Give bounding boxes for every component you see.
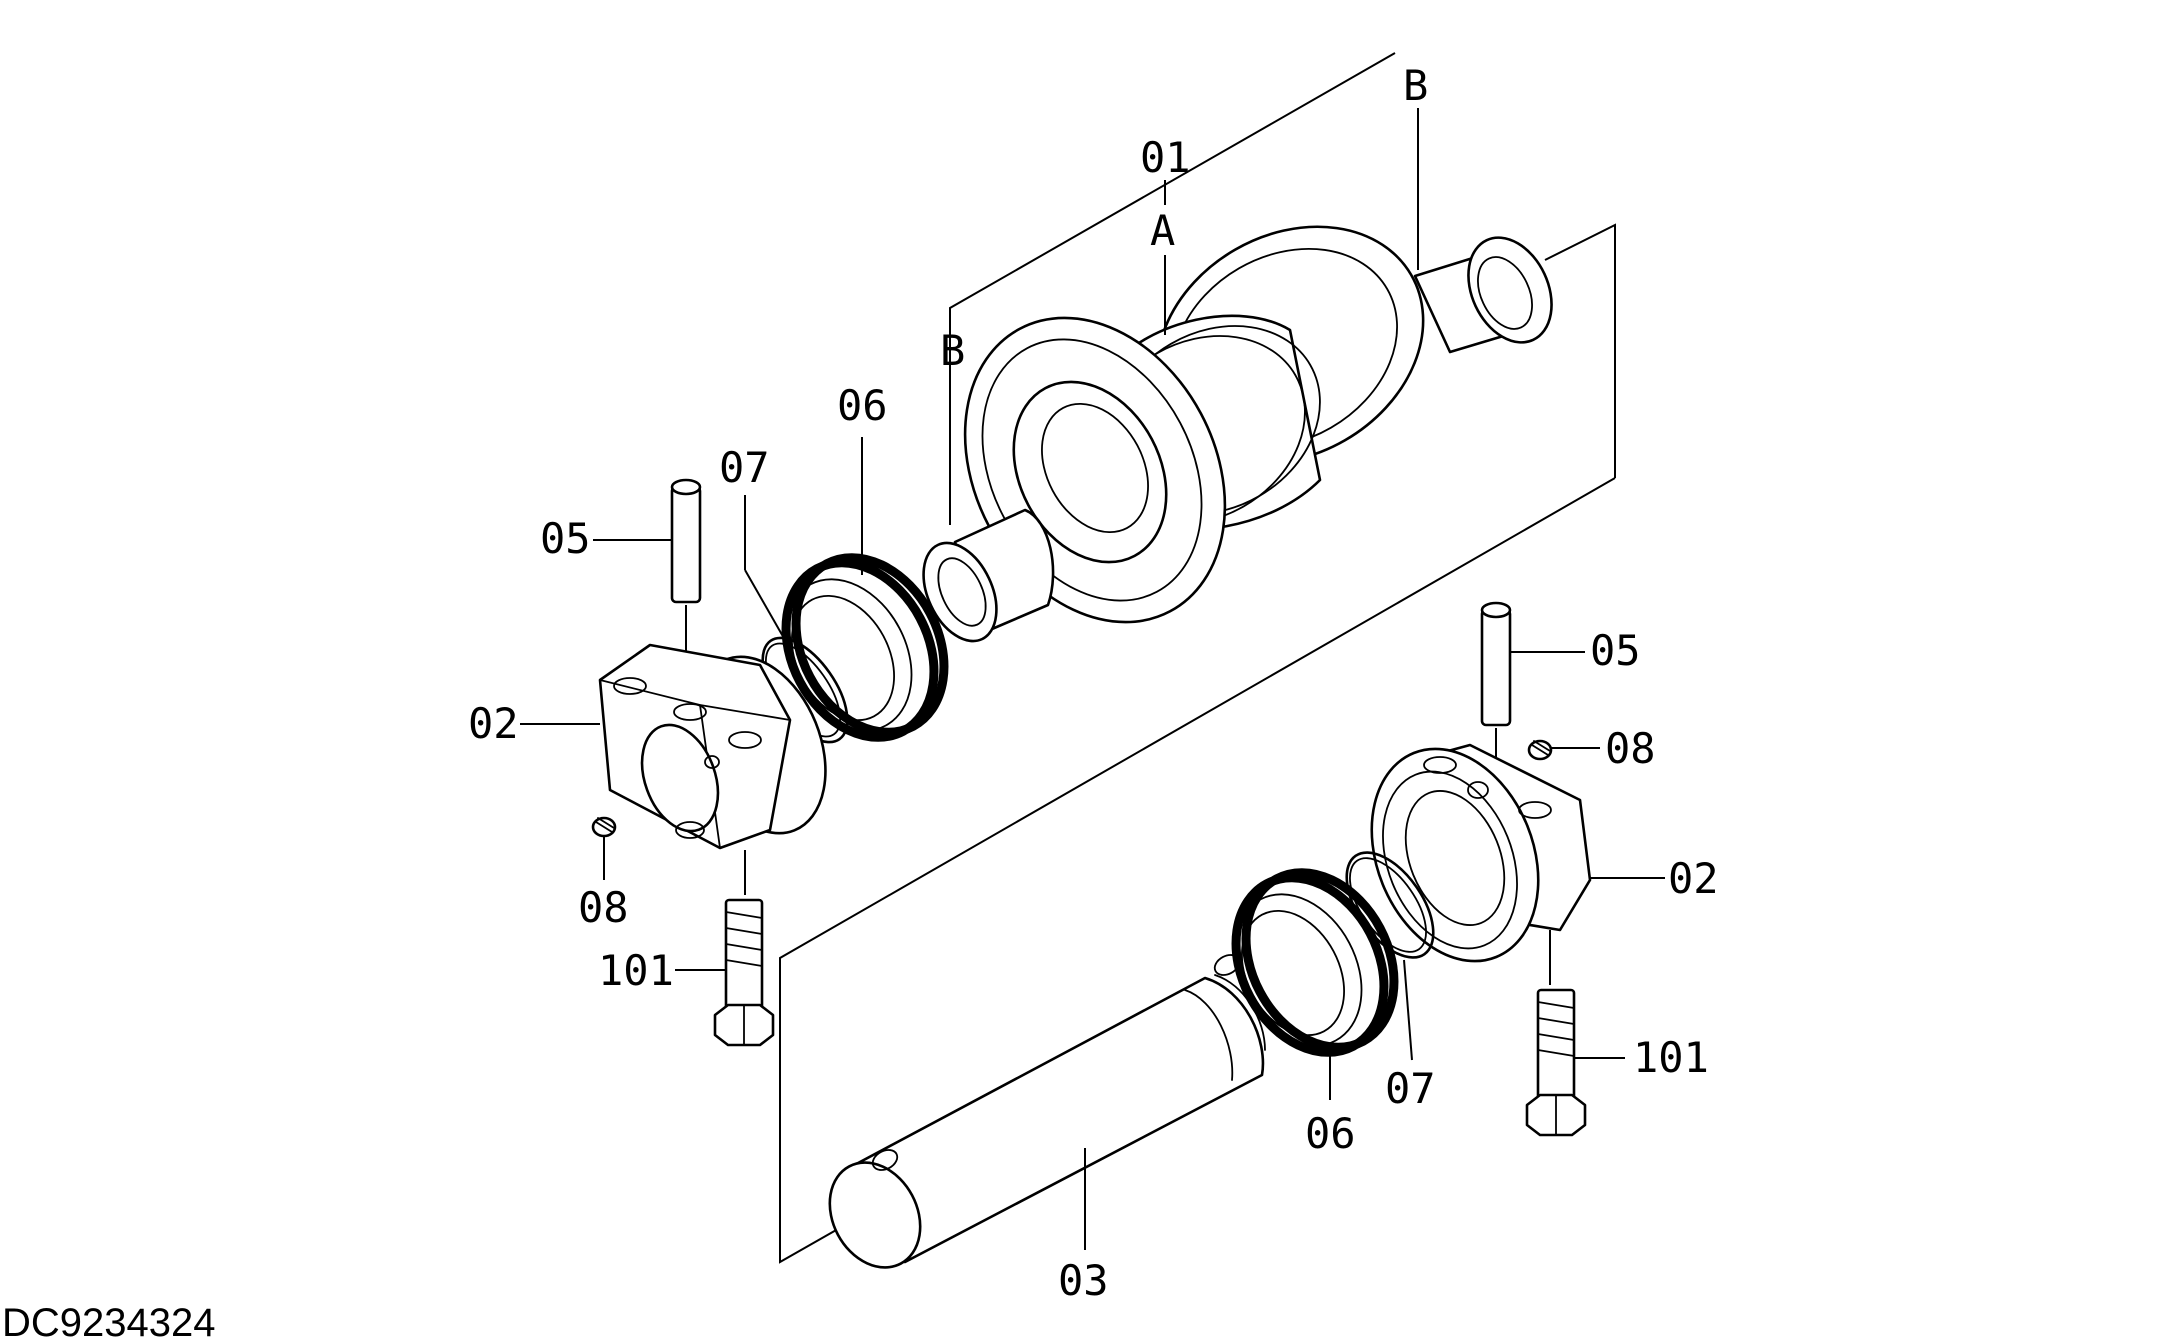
end-collar-part-02-right [1370, 743, 1592, 985]
track-roller-part-01 [922, 225, 1553, 643]
assembly-frame-lower [779, 477, 1616, 1264]
leader-lines [520, 108, 1665, 1250]
label-08-left: 08 [578, 883, 629, 932]
set-screw-part-08-right [1527, 739, 1553, 761]
label-06-bottom: 06 [1305, 1109, 1356, 1158]
shaft-part-03 [828, 954, 1266, 1269]
label-02-left: 02 [468, 699, 519, 748]
pin-part-05-right [1480, 601, 1512, 790]
floating-seal-part-06-top [781, 553, 949, 742]
pin-part-05-left [670, 478, 702, 705]
label-B-left: B [940, 326, 965, 375]
end-collar-part-02-left [598, 643, 827, 850]
label-101-left: 101 [598, 946, 674, 995]
set-screw-part-08-left [591, 816, 617, 880]
label-03: 03 [1058, 1256, 1109, 1305]
label-06-top: 06 [837, 381, 888, 430]
label-05-right: 05 [1590, 626, 1641, 675]
label-101-right: 101 [1633, 1033, 1709, 1082]
drawing-code: DC9234324 [2, 1301, 216, 1344]
assembly-frame-upper [949, 52, 1616, 525]
part-labels: 01 A B B 06 07 05 02 08 101 05 08 02 101… [468, 61, 1719, 1305]
label-08-right: 08 [1605, 724, 1656, 773]
label-05-left: 05 [540, 514, 591, 563]
bolt-part-101-left [713, 850, 775, 1047]
label-A: A [1150, 206, 1175, 255]
label-B-top: B [1403, 61, 1428, 110]
label-07-top: 07 [719, 443, 770, 492]
label-07-bottom: 07 [1385, 1064, 1436, 1113]
label-01: 01 [1140, 133, 1191, 182]
label-02-right: 02 [1668, 854, 1719, 903]
bolt-part-101-right [1525, 988, 1587, 1137]
floating-seal-part-06-bottom [1231, 868, 1399, 1057]
